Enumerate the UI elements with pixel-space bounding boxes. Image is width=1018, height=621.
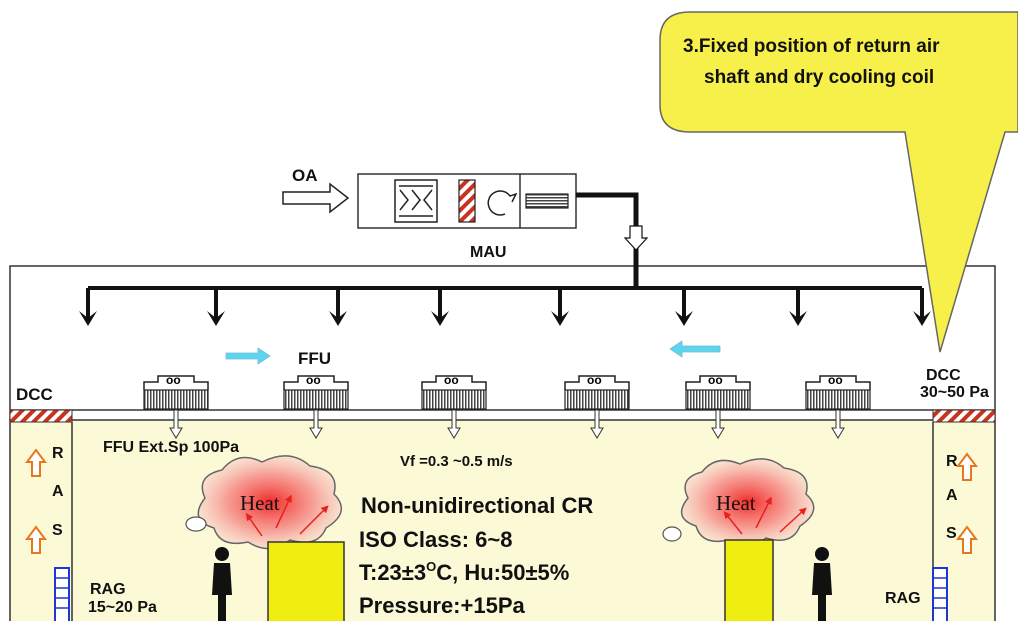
spec-line3-post: C, Hu:50±5% bbox=[436, 560, 569, 585]
ffu-housing bbox=[805, 375, 871, 390]
spec-line2: ISO Class: 6~8 bbox=[359, 527, 512, 552]
down-arrow-icon bbox=[329, 311, 347, 326]
heat-right-label: Heat bbox=[716, 491, 756, 515]
up-arrow-icon bbox=[956, 452, 978, 481]
spec-line3: T:23±3OC, Hu:50±5% bbox=[359, 559, 569, 585]
ffu-housing bbox=[143, 375, 209, 390]
ras-up-arrows bbox=[25, 448, 978, 554]
rag-right-bars bbox=[933, 577, 947, 609]
down-arrow-icon bbox=[913, 311, 931, 326]
air-distribution bbox=[79, 286, 931, 326]
dcc-right-label: DCC bbox=[926, 367, 961, 384]
velocity-label: Vf =0.3 ~0.5 m/s bbox=[400, 453, 513, 470]
dcc-right-pressure: 30~50 Pa bbox=[920, 384, 989, 401]
dcc-left-label: DCC bbox=[16, 385, 53, 404]
ffu-housing bbox=[421, 375, 487, 390]
up-arrow-icon bbox=[25, 448, 47, 477]
heat-cloud-left bbox=[185, 455, 343, 550]
ffu-filter bbox=[805, 389, 871, 410]
rag-left-bars-front bbox=[55, 577, 69, 609]
cyan-left-arrow bbox=[669, 340, 721, 358]
ffu-filter bbox=[143, 389, 209, 410]
down-arrow-icon bbox=[79, 311, 97, 326]
rag-left-frame bbox=[54, 567, 70, 621]
fan-icon: oo bbox=[828, 373, 843, 387]
down-arrow-icon bbox=[551, 311, 569, 326]
rag-left-pressure: 15~20 Pa bbox=[88, 599, 157, 616]
fan-icon: oo bbox=[708, 373, 723, 387]
cyan-right-arrow bbox=[225, 347, 271, 365]
dcc-right-coil bbox=[932, 409, 996, 423]
airflow-down-arrow bbox=[169, 409, 183, 439]
fan-icon: oo bbox=[166, 373, 181, 387]
mau-label: MAU bbox=[470, 244, 506, 261]
prefilter-pleat-icon bbox=[399, 185, 433, 217]
ffu-filter bbox=[564, 389, 630, 410]
person-icon bbox=[212, 547, 232, 621]
callout-line2: shaft and dry cooling coil bbox=[704, 67, 934, 88]
prefilter-icon bbox=[394, 179, 438, 223]
ras-right-r: R bbox=[946, 453, 958, 470]
equipment-left bbox=[267, 541, 345, 621]
supply-duct bbox=[576, 192, 639, 288]
ras-left-s: S bbox=[52, 522, 63, 539]
rag-right-label: RAG bbox=[885, 590, 921, 607]
down-arrow-icon bbox=[431, 311, 449, 326]
callout-line1: 3.Fixed position of return air bbox=[683, 36, 940, 57]
fan-icon bbox=[487, 190, 518, 216]
up-arrow-icon bbox=[25, 525, 47, 554]
spec-line3-pre: T:23±3 bbox=[359, 560, 426, 585]
oa-label: OA bbox=[292, 166, 318, 185]
ffu-filter bbox=[685, 389, 751, 410]
up-arrow-icon bbox=[956, 525, 978, 554]
ffu-units: oo oo oo oo oo oo bbox=[143, 373, 871, 439]
down-arrow-icon bbox=[675, 311, 693, 326]
ffu-housing bbox=[685, 375, 751, 390]
ffu-filter bbox=[421, 389, 487, 410]
fan-icon: oo bbox=[444, 373, 459, 387]
fan-icon: oo bbox=[587, 373, 602, 387]
final-filter-icon bbox=[525, 193, 569, 209]
duct-down-arrow bbox=[623, 225, 649, 251]
ffu-housing bbox=[283, 375, 349, 390]
airflow-down-arrow bbox=[447, 409, 461, 439]
airflow-down-arrow bbox=[711, 409, 725, 439]
heating-coil-icon bbox=[458, 179, 476, 223]
fan-icon: oo bbox=[306, 373, 321, 387]
heat-cloud-right bbox=[662, 458, 815, 547]
plenum-outline bbox=[9, 265, 996, 420]
ffu-ext-sp-label: FFU Ext.Sp 100Pa bbox=[103, 439, 239, 456]
ffu-housing bbox=[564, 375, 630, 390]
spec-line1: Non-unidirectional CR bbox=[361, 493, 593, 518]
callout-bubble bbox=[659, 11, 1018, 353]
person-icon bbox=[812, 547, 832, 621]
ras-right-s: S bbox=[946, 525, 957, 542]
rag-right-grille bbox=[932, 567, 948, 621]
ras-left-a: A bbox=[52, 483, 64, 500]
ffu-filter bbox=[283, 389, 349, 410]
airflow-down-arrow bbox=[309, 409, 323, 439]
spec-line4: Pressure:+15Pa bbox=[359, 593, 525, 618]
ras-left-r: R bbox=[52, 445, 64, 462]
airflow-down-arrow bbox=[831, 409, 845, 439]
ras-right-a: A bbox=[946, 487, 958, 504]
equipment-right bbox=[724, 539, 774, 621]
spec-line3-sup: O bbox=[426, 559, 436, 574]
dcc-left-coil bbox=[9, 409, 73, 423]
airflow-down-arrow bbox=[590, 409, 604, 439]
rag-left-label: RAG bbox=[90, 581, 126, 598]
oa-arrow bbox=[282, 182, 350, 214]
heat-left-label: Heat bbox=[240, 491, 280, 515]
down-arrow-icon bbox=[207, 311, 225, 326]
down-arrow-icon bbox=[789, 311, 807, 326]
ffu-label: FFU bbox=[298, 349, 331, 368]
